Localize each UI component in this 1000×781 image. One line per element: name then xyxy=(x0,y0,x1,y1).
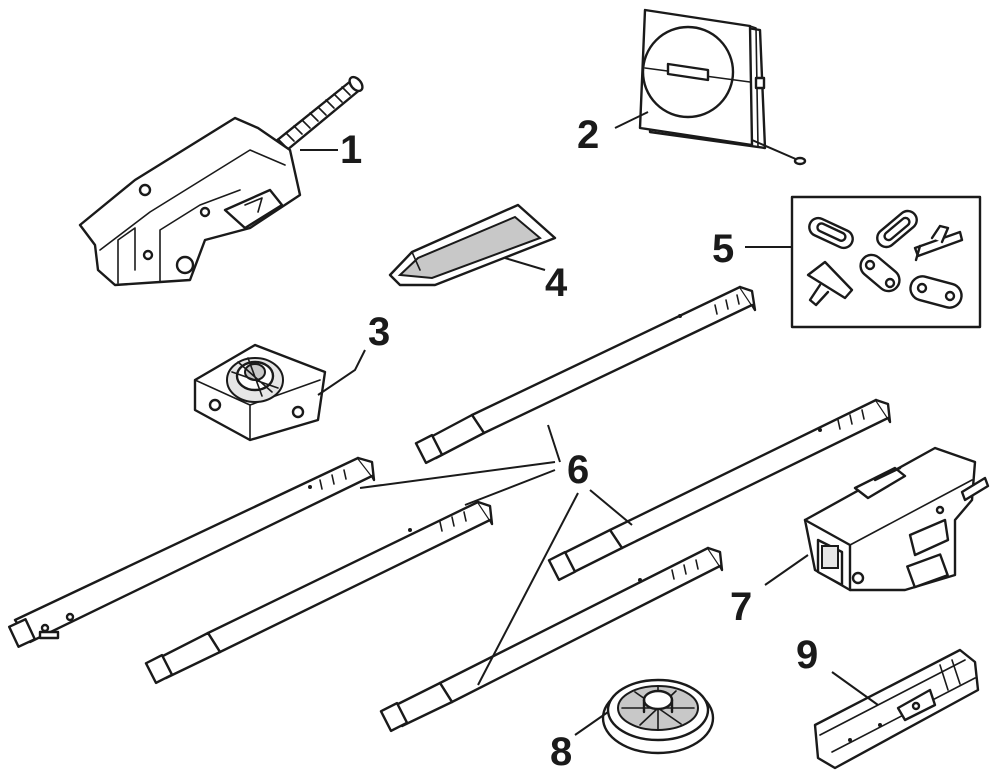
pulley-bracket-part xyxy=(193,343,327,442)
rail-sections-part xyxy=(7,285,892,733)
callout-6: 6 xyxy=(567,448,589,492)
rail-section-d xyxy=(547,398,892,582)
trolley-assembly-part xyxy=(78,75,364,287)
rail-section-e xyxy=(379,546,724,733)
lubricant-packet-part xyxy=(388,203,557,287)
rail-section-a xyxy=(414,285,757,465)
callout-4: 4 xyxy=(545,261,568,305)
rail-section-b xyxy=(7,456,376,648)
callout-7: 7 xyxy=(730,585,752,629)
trolley-carriage-part xyxy=(803,446,990,592)
rail-section-c xyxy=(144,500,494,685)
callout-5: 5 xyxy=(712,227,734,271)
callout-3: 3 xyxy=(368,310,390,354)
callout-2: 2 xyxy=(577,113,599,157)
pulley-wheel-part xyxy=(601,678,715,755)
manual-packet-part xyxy=(638,8,807,166)
hardware-fasteners-part xyxy=(806,209,964,309)
door-bracket-part xyxy=(813,648,980,770)
callout-1: 1 xyxy=(340,128,362,172)
callout-8: 8 xyxy=(550,730,572,774)
callout-9: 9 xyxy=(796,633,818,677)
